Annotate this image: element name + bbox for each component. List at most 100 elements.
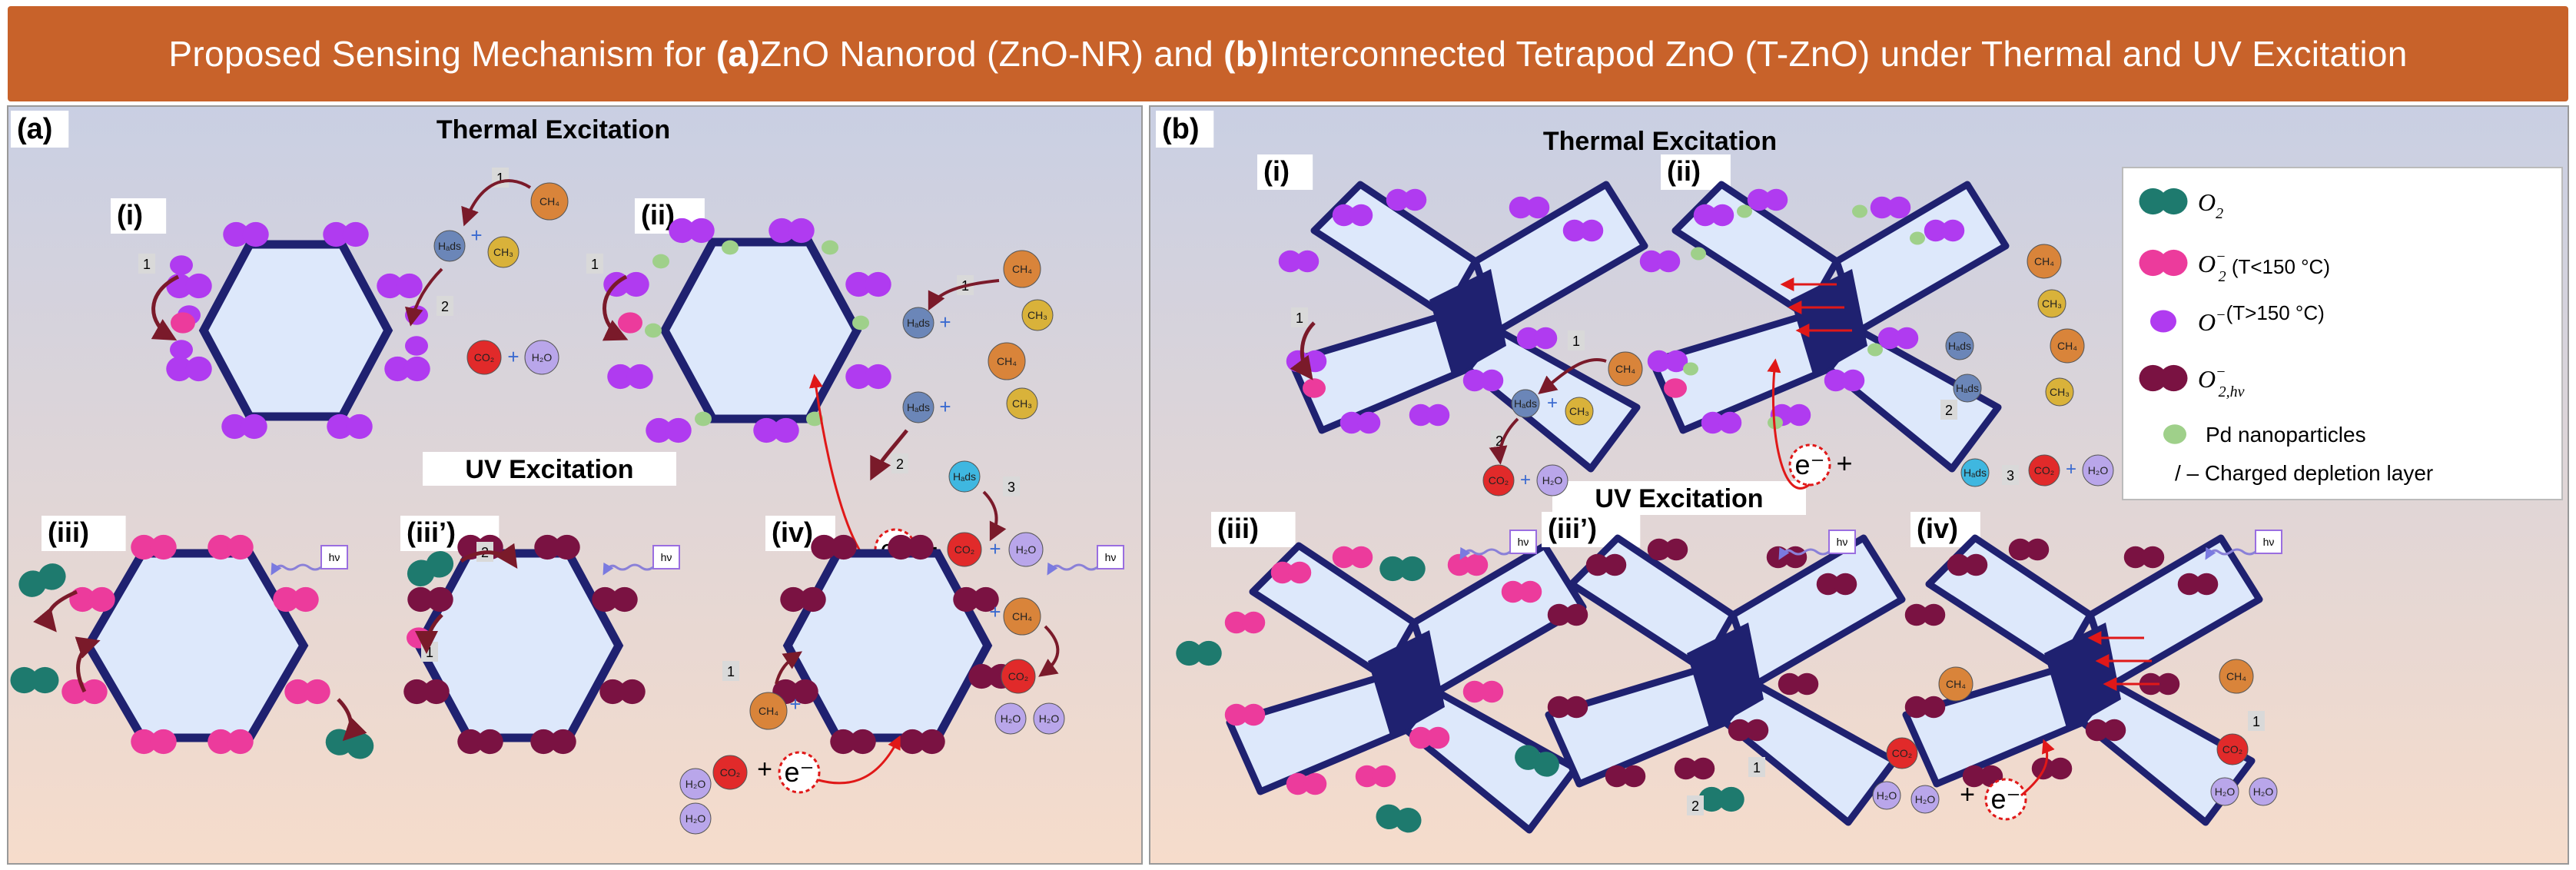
panel-b-roman-iii-prime: (iii’) <box>1548 513 1597 544</box>
o2-hv-pair-a-iv-atom <box>830 534 857 560</box>
o2-b-iii-1-atom <box>1195 640 1222 666</box>
legend-pd-swatch <box>2163 424 2186 444</box>
panel-a-roman-ii: (ii) <box>641 199 675 231</box>
o-minus-pair-a-ii <box>669 218 715 244</box>
pd-np-a-ii <box>806 411 823 427</box>
o-minus-pair-a-i-atom <box>221 413 248 440</box>
reaction-arrow-b-i-1 <box>1538 358 1607 394</box>
ch4-b-i <box>1608 351 1643 387</box>
step-2-a-ii: 2 <box>896 457 904 472</box>
o-minus-pair-a-i <box>384 356 430 382</box>
o2-minus-pair-a-iii <box>207 534 254 560</box>
o2-hv-pair-b-iv-atom <box>2008 538 2032 561</box>
plus-b-i-2: + <box>1520 470 1531 490</box>
reaction-arrow-a-iii-prime-2 <box>415 613 443 654</box>
o2-hv-pair-a-iii-prime-atom <box>423 679 450 705</box>
o-minus-pair-a-ii <box>753 417 799 443</box>
o2-hv-pair-a-iv-atom <box>830 729 857 755</box>
ch4-a-i <box>530 182 569 221</box>
o-minus-pair-a-i-atom <box>242 221 269 247</box>
o-minus-pair-a-ii-atom <box>845 364 872 390</box>
ch3-b-i <box>1565 397 1594 426</box>
title-mid: ZnO Nanorod (ZnO-NR) and <box>759 34 1213 74</box>
o2-hv-pair-b-iii-prime <box>1547 603 1588 626</box>
ch4-a-ii-1 <box>1003 250 1041 288</box>
o2-hv-pair-a-iv-atom <box>849 729 876 755</box>
step-1b-b-i-box <box>1568 330 1585 350</box>
pd-np-a-ii <box>722 240 739 255</box>
ch4-a-iv <box>1003 597 1041 636</box>
o-minus-pair-a-i-atom <box>166 356 193 382</box>
hads-cyan-b-ii-label: Hₐds <box>1964 467 1987 479</box>
plus-a-i-2: + <box>507 345 519 368</box>
o-minus-pair-a-i <box>323 221 369 247</box>
o2-minus-pair-b-iii-atom <box>1303 772 1327 795</box>
ch3-a-ii-2-label: CH₃ <box>1012 397 1032 410</box>
legend-o2-swatch-atom <box>2159 188 2188 215</box>
o2-b-iii-4 <box>1515 745 1559 777</box>
o-minus-pair-b-i-atom <box>1386 188 1409 211</box>
o-minus-pair-a-ii-atom <box>665 417 692 443</box>
panel-a-thermal-heading: Thermal Excitation <box>437 115 670 144</box>
o2-hv-pair-b-iv-atom <box>1922 603 1946 626</box>
panel-b-roman-i: (i) <box>1263 155 1290 187</box>
legend-o2-hv-swatch-atom <box>2139 364 2167 392</box>
o-minus-pair-b-i-atom <box>1516 327 1540 350</box>
o-minus-pair-b-ii-atom <box>1711 204 1734 227</box>
o-minus-pair-b-i-atom <box>1426 403 1450 427</box>
o2-a-iii-1-atom <box>38 563 66 590</box>
title-b-tag: (b) <box>1223 34 1270 74</box>
step-1b-a-i: 1 <box>496 171 504 186</box>
panel-b-roman-iii-box <box>1211 512 1296 547</box>
hv-box-a-iii-prime-label: hν <box>661 551 672 563</box>
o-minus-pair-a-ii-atom <box>622 271 649 297</box>
panel-a-roman-iii-prime: (iii’) <box>407 516 456 548</box>
step-2-a-i-box <box>437 296 453 316</box>
step-2-b-ii-box <box>1940 400 1957 420</box>
o-minus-pair-a-ii <box>845 364 891 390</box>
o2-minus-pair-b-iii-atom <box>1288 561 1312 584</box>
o2-hv-pair-a-iv-atom <box>907 534 934 560</box>
o2-hv-pair-a-iv-atom <box>780 586 807 613</box>
ch3-b-i-label: CH₃ <box>1569 405 1589 417</box>
hv-box-b-iii-photon <box>1459 546 1511 560</box>
o2-minus-pair-a-iii-atom <box>81 679 108 705</box>
o2-minus-pair-a-iii <box>69 586 115 613</box>
tetrapod-b-iii-prime <box>1545 534 1906 826</box>
o2-hv-pair-b-iii-prime <box>1816 573 1857 596</box>
o-minus-pair-b-ii <box>1877 327 1919 350</box>
o-minus-pair-a-ii-atom <box>788 218 815 244</box>
hads-cyan-b-ii <box>1960 458 1990 487</box>
o-minus-pair-a-ii-atom <box>626 364 653 390</box>
step-1-b-i-box <box>1291 307 1308 327</box>
o2-hv-pair-b-iii-prime <box>1778 672 1819 696</box>
step-1-b-iii-prime-box <box>1748 757 1765 777</box>
step-1-a-i-box <box>138 254 155 274</box>
co2-a-iv <box>1001 659 1036 694</box>
o-minus-pair-a-ii-atom <box>753 417 780 443</box>
panel-a-uv-heading: UV Excitation <box>465 455 633 484</box>
o-minus-pair-b-i <box>1509 196 1550 219</box>
o2-hv-pair-a-iv <box>953 586 999 613</box>
pd-np-b-ii <box>1852 204 1867 218</box>
o-minus-pair-a-i-atom <box>185 356 212 382</box>
ch3-a-ii-2 <box>1006 387 1038 420</box>
o2-hv-pair-a-iii-prime-atom <box>457 729 484 755</box>
o2-hv-pair-a-iii-prime-atom <box>619 679 646 705</box>
panel-a-roman-iv: (iv) <box>772 516 813 548</box>
o-minus-pair-b-ii-atom <box>1665 350 1688 373</box>
step-1-a-iv-box <box>722 661 739 681</box>
o2-minus-pair-a-iii-atom <box>227 534 254 560</box>
o-minus-pair-b-ii-atom <box>1887 196 1911 219</box>
pd-np-b-ii <box>1910 231 1925 245</box>
o-minus-pair-a-i-atom <box>377 273 403 299</box>
h2o-b-iv-3-label: H₂O <box>1877 789 1897 802</box>
step-3-b-ii: 3 <box>2007 468 2014 483</box>
hads-a-i-label: Hₐds <box>438 240 461 252</box>
o-minus-pair-b-ii-atom <box>1639 250 1663 273</box>
o2-minus-pair-b-iii-atom <box>1242 703 1266 726</box>
o-minus-pair-b-i-atom <box>1534 327 1558 350</box>
o2-minus-pair-a-iii-atom <box>227 729 254 755</box>
o-minus-pair-b-ii <box>1924 219 1965 242</box>
